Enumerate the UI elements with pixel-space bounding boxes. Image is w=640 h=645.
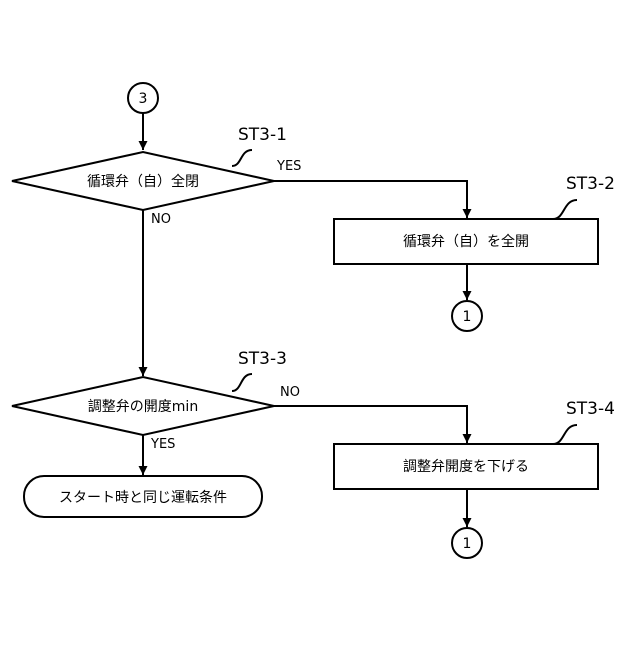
branch-no-label-2: NO: [280, 385, 300, 400]
process-open-circulation-valve: 循環弁（自）を全開: [334, 219, 598, 264]
exit-connector-b: 1: [452, 528, 482, 558]
terminal-same-as-start-condition: スタート時と同じ運転条件: [24, 476, 262, 517]
entry-connector: 3: [128, 83, 158, 113]
arrow-no-to-lower-opening: [274, 406, 467, 443]
branch-yes-label-1: YES: [276, 159, 301, 174]
branch-no-label-1: NO: [151, 212, 171, 227]
decision-adjust-valve-min-label: 調整弁の開度min: [88, 399, 198, 415]
arrow-yes-to-open-valve: [274, 181, 467, 218]
process-lower-adjust-valve-opening: 調整弁開度を下げる: [334, 444, 598, 489]
process-open-circulation-valve-label: 循環弁（自）を全開: [403, 233, 529, 250]
step-label-st3-2: ST3-2: [566, 174, 615, 194]
leader-st3-1: [232, 150, 252, 166]
entry-connector-label: 3: [139, 91, 148, 107]
decision-circulation-valve-closed: 循環弁（自）全閉: [12, 152, 274, 210]
leader-st3-4: [553, 425, 577, 444]
exit-connector-a: 1: [452, 301, 482, 331]
leader-st3-2: [553, 200, 577, 219]
terminal-same-as-start-condition-label: スタート時と同じ運転条件: [59, 489, 227, 506]
step-label-st3-1: ST3-1: [238, 125, 287, 145]
process-lower-adjust-valve-opening-label: 調整弁開度を下げる: [403, 459, 529, 475]
step-label-st3-4: ST3-4: [566, 399, 615, 419]
exit-connector-a-label: 1: [463, 309, 472, 325]
branch-yes-label-2: YES: [150, 437, 175, 452]
exit-connector-b-label: 1: [463, 536, 472, 552]
leader-st3-3: [232, 374, 252, 391]
step-label-st3-3: ST3-3: [238, 349, 287, 369]
decision-circulation-valve-closed-label: 循環弁（自）全閉: [87, 173, 199, 190]
decision-adjust-valve-min: 調整弁の開度min: [12, 377, 274, 435]
